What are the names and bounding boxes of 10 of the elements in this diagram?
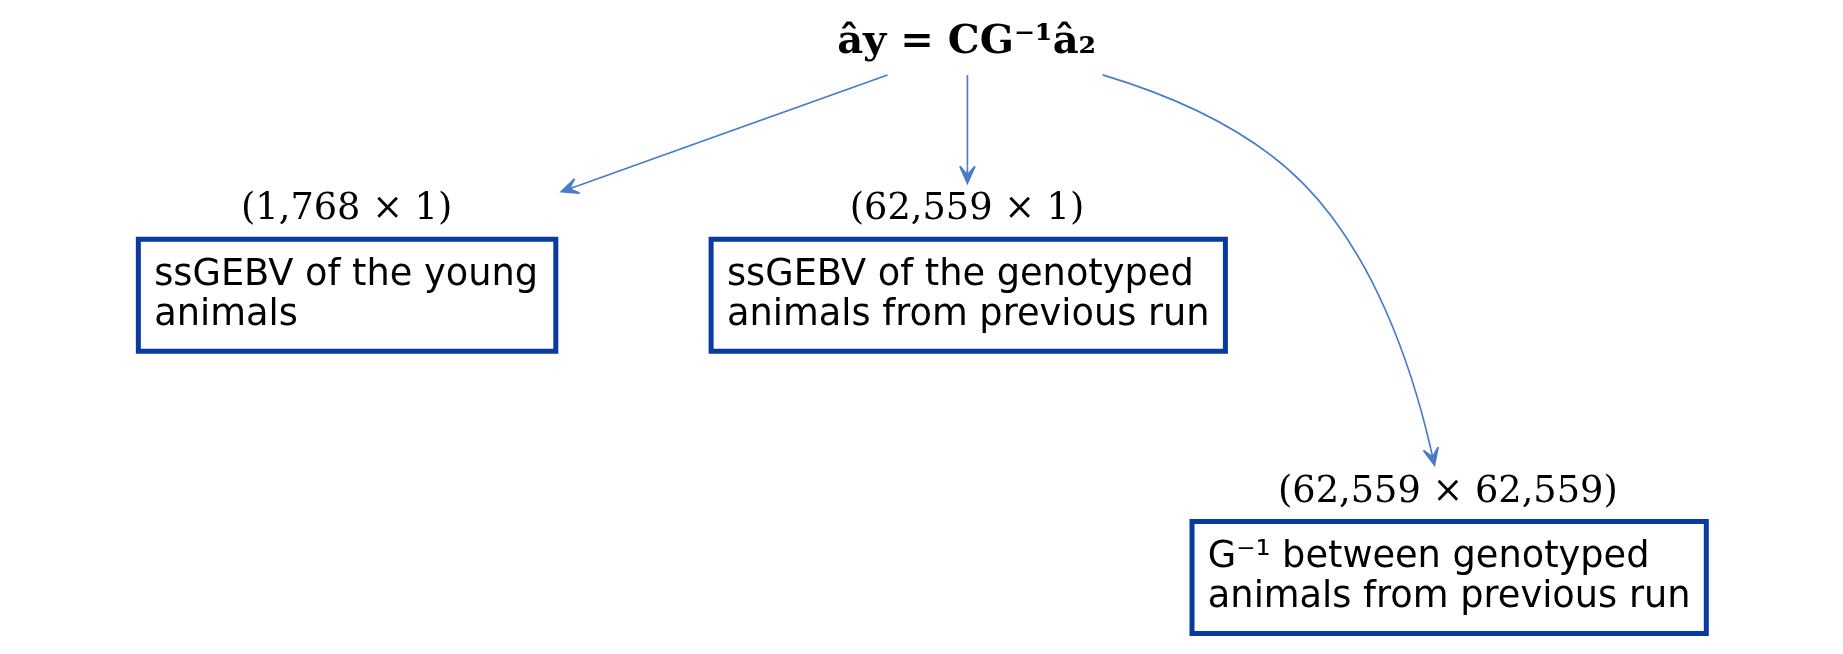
node-box: ssGEBV of the genotyped animals from previous run [708, 236, 1228, 354]
node-text: ây = CG⁻¹â₂ [837, 15, 1097, 63]
node-label: (1,768 × 1) [241, 185, 453, 229]
arrow [959, 74, 976, 184]
node-label: (62,559 × 1) [849, 185, 1085, 229]
arrow [560, 74, 889, 194]
node-box: G⁻¹ between genotyped animals from previous run [1189, 519, 1709, 636]
node-box: ssGEBV of the young animals [135, 236, 559, 354]
node-label: (62,559 × 62,559) [1278, 467, 1618, 511]
arrow [1101, 74, 1439, 466]
